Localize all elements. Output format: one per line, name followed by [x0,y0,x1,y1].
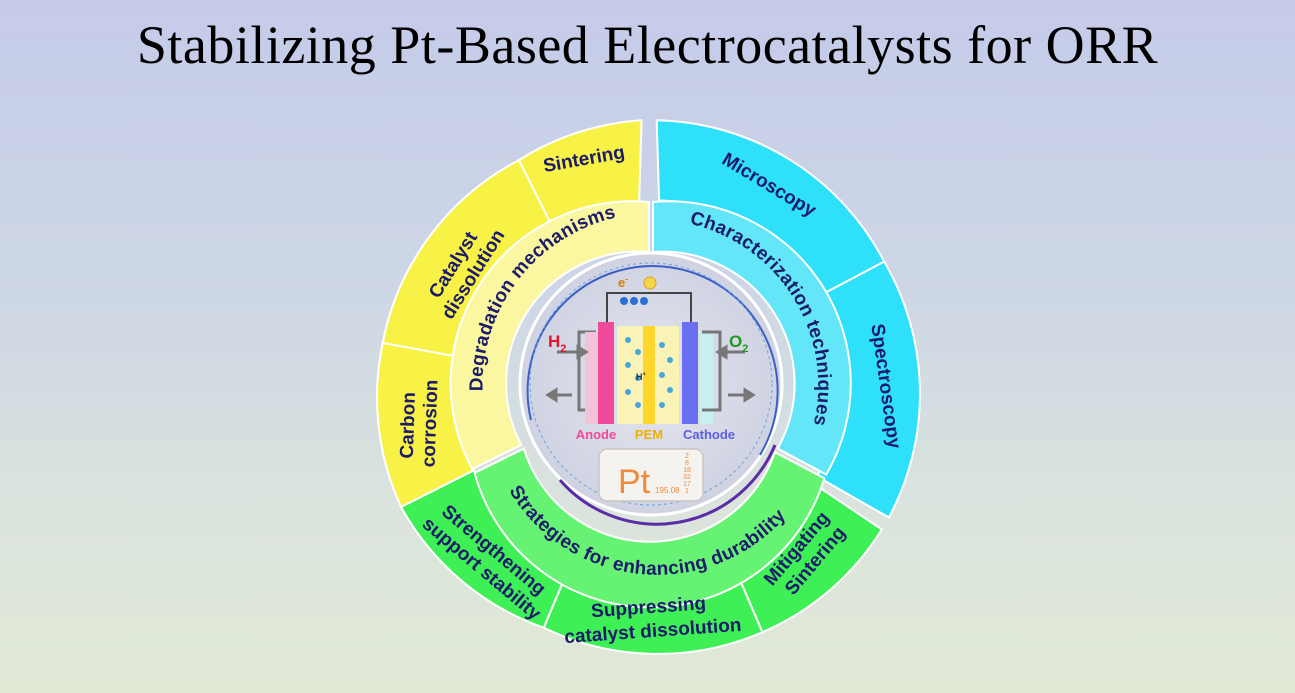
electron-symbol: e- [618,274,628,290]
proton-symbol: H+ [636,372,647,382]
anode-gas-layer [585,332,598,424]
shell-value: 32 [683,474,691,481]
cathode-label: Cathode [683,427,735,442]
pem-label: PEM [635,427,663,442]
electron-dots [620,297,648,305]
oxygen-label: O2 [729,332,748,355]
shell-value: 1 [685,488,689,495]
cathode-chamber [702,330,722,412]
cathode-electrode [682,322,698,424]
purple-arc-accent [558,444,777,526]
shell-value: 8 [685,460,689,467]
gas-arrows [545,344,756,403]
proton-dots [625,337,673,408]
shell-value: 2 [685,453,689,460]
inner-ring [449,200,852,609]
shell-value: 18 [683,467,691,474]
light-bulb-icon [643,276,657,290]
cathode-gas-layer [700,332,713,424]
inner-segment-strategies [473,447,826,609]
anode-label: Anode [576,427,616,442]
shell-value: 17 [683,481,691,488]
pem-membrane [643,326,655,424]
electron-shells: 2 8 18 32 17 1 [683,453,691,495]
inner-segment-degradation [449,200,650,471]
platinum-element-tile: Pt 195.08 2 8 18 32 17 1 [598,448,704,502]
element-mass: 195.08 [655,486,680,495]
fuel-cell-schematic: e- H+ H2 [545,274,756,442]
dashed-ring-accent [529,262,773,506]
inner-segment-characterization [652,200,852,476]
carbon-corrosion-label: Carbon corrosion [396,379,442,468]
circuit-wire [606,292,692,322]
blue-arc-accent [526,265,779,456]
anode-electrode [598,322,614,424]
element-symbol: Pt [618,463,651,501]
hydrogen-label: H2 [548,332,566,355]
page-title: Stabilizing Pt-Based Electrocatalysts fo… [136,15,1159,75]
